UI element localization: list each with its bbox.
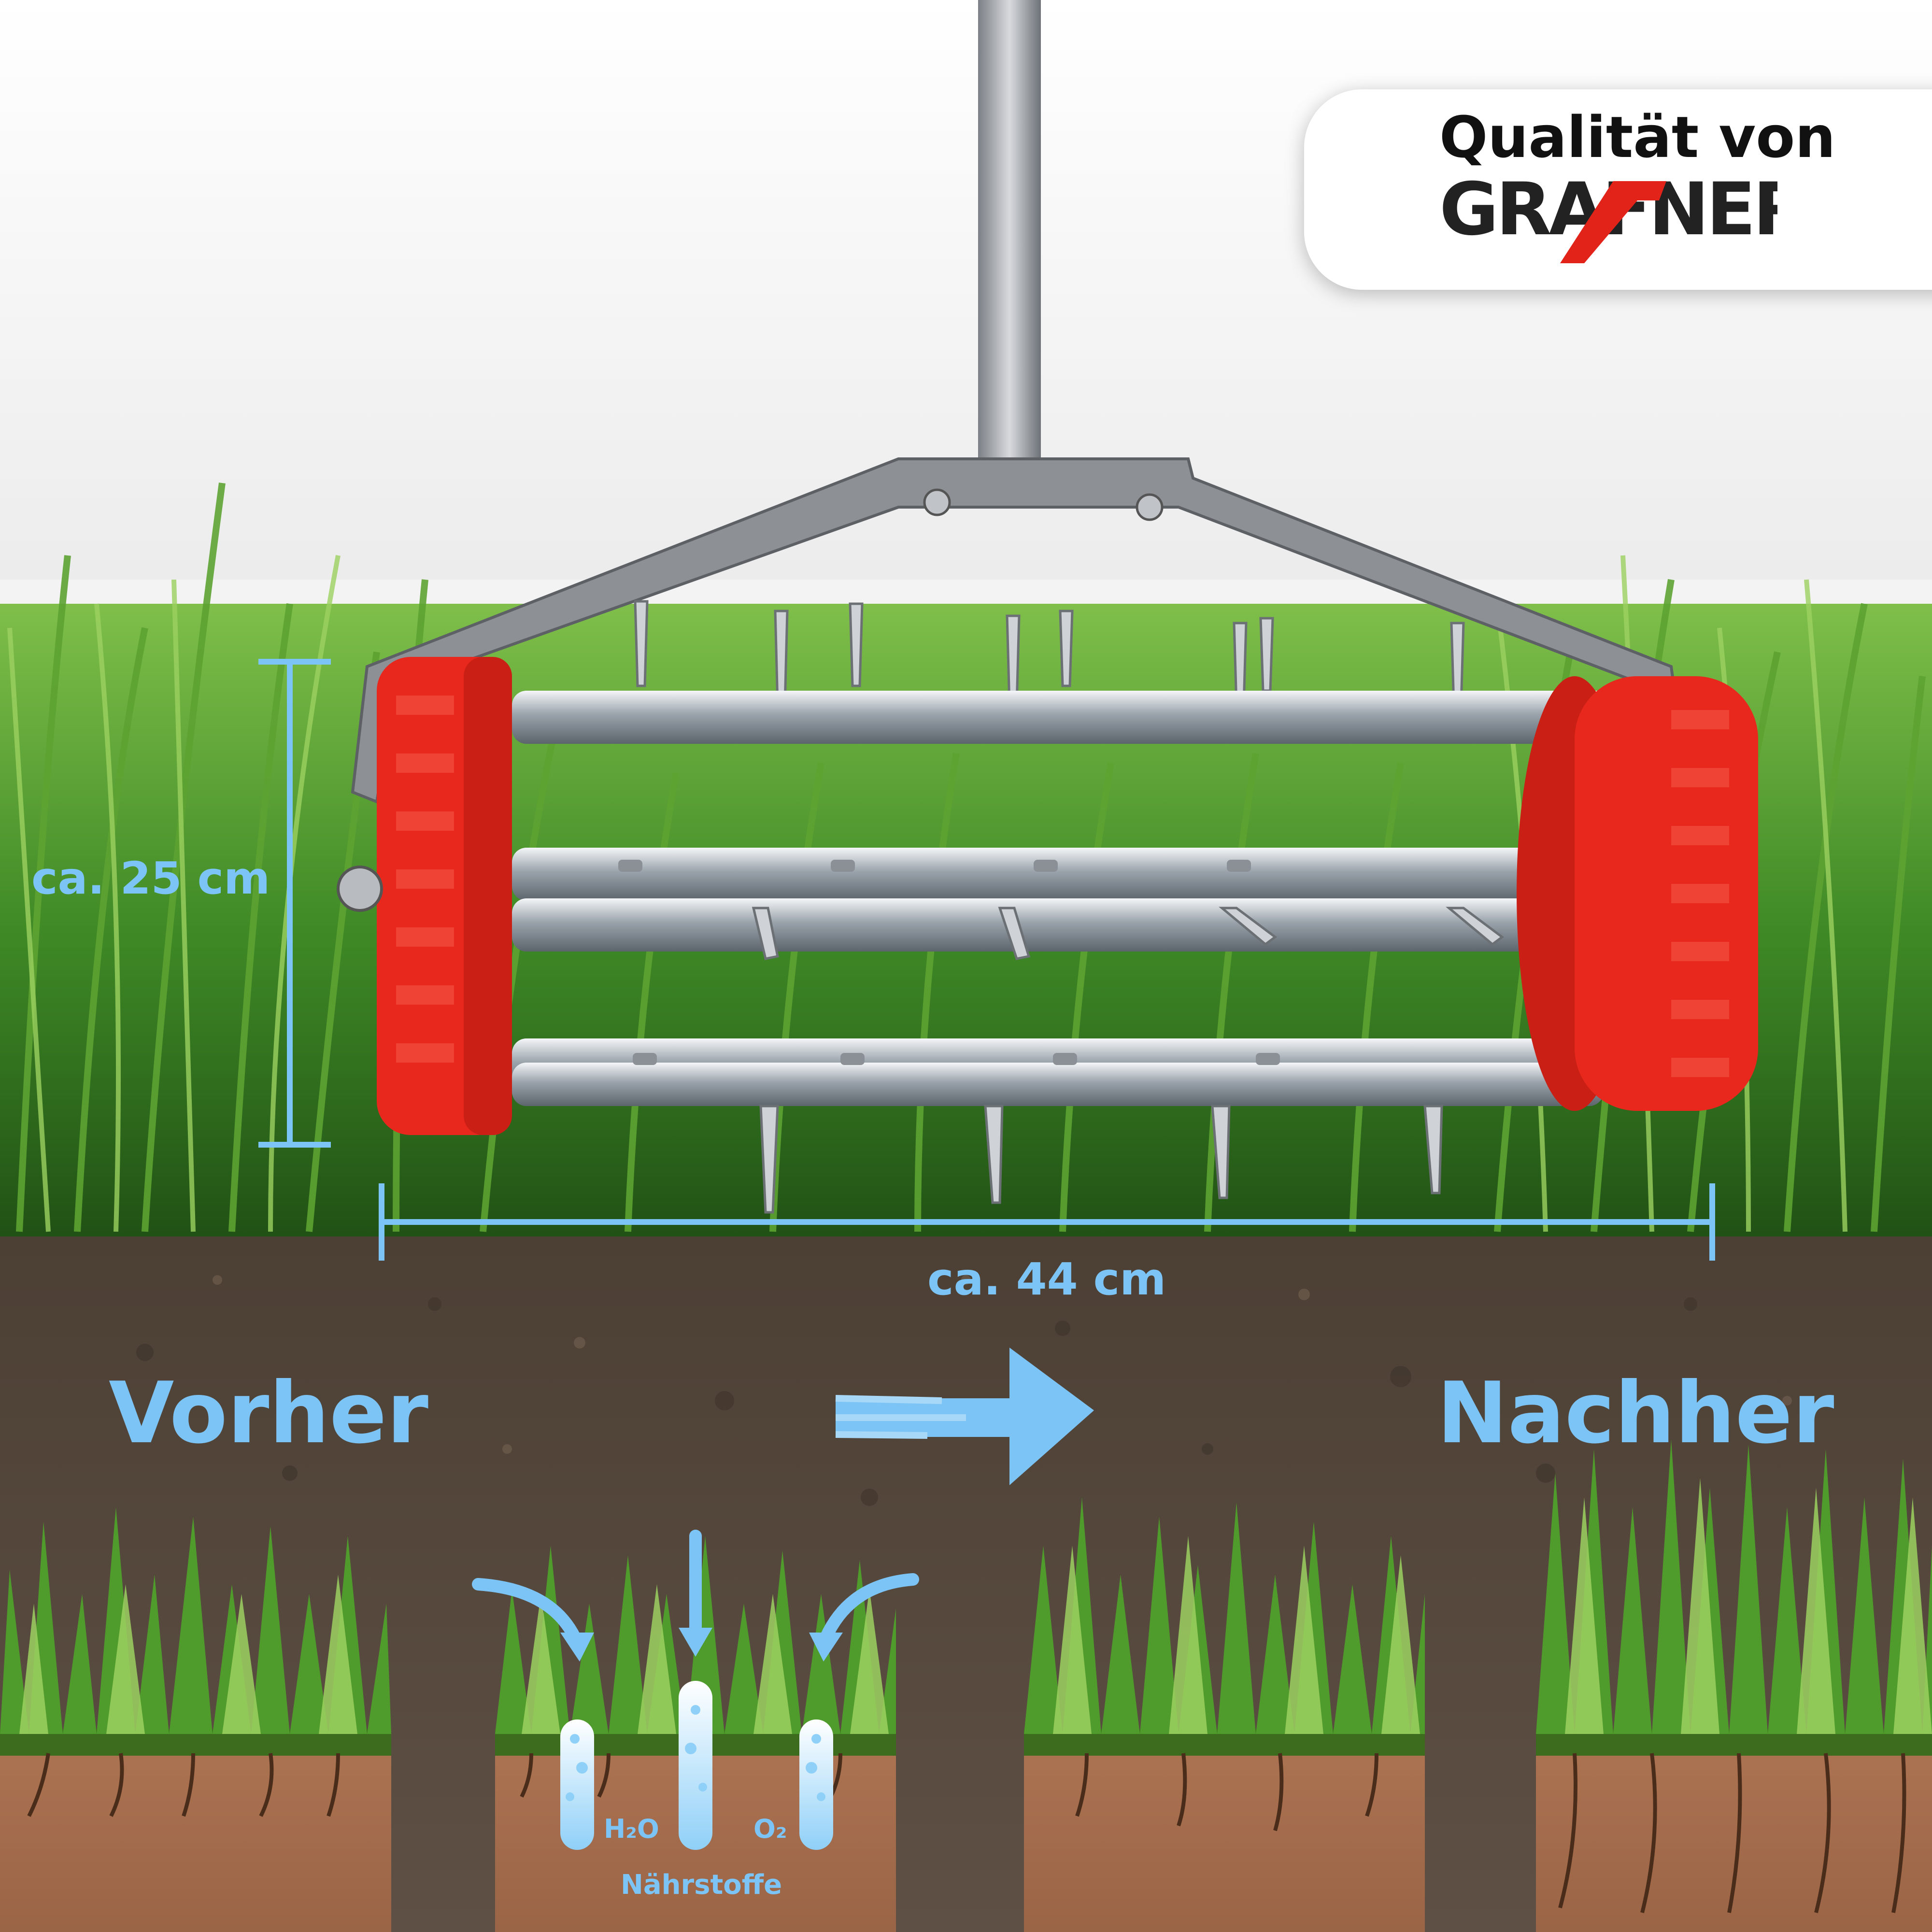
- width-dimension-label: ca. 44 cm: [927, 1253, 1166, 1305]
- height-dimension-label: ca. 25 cm: [31, 852, 270, 904]
- direction-arrow-icon: [835, 1348, 1094, 1485]
- badge-title: Qualität von: [1439, 104, 1836, 170]
- before-label: Vorher: [109, 1364, 428, 1463]
- after-label: Nachher: [1437, 1364, 1834, 1463]
- water-label: H₂O: [604, 1814, 659, 1844]
- nutrients-label: Nährstoffe: [621, 1869, 782, 1901]
- water-flow-arrow-icon: [472, 1530, 919, 1644]
- oxygen-label: O₂: [753, 1814, 787, 1844]
- brand-logo-icon: GRAFNER: [1439, 171, 1777, 263]
- brand-badge: Qualität von GRAFNER: [1304, 89, 1932, 290]
